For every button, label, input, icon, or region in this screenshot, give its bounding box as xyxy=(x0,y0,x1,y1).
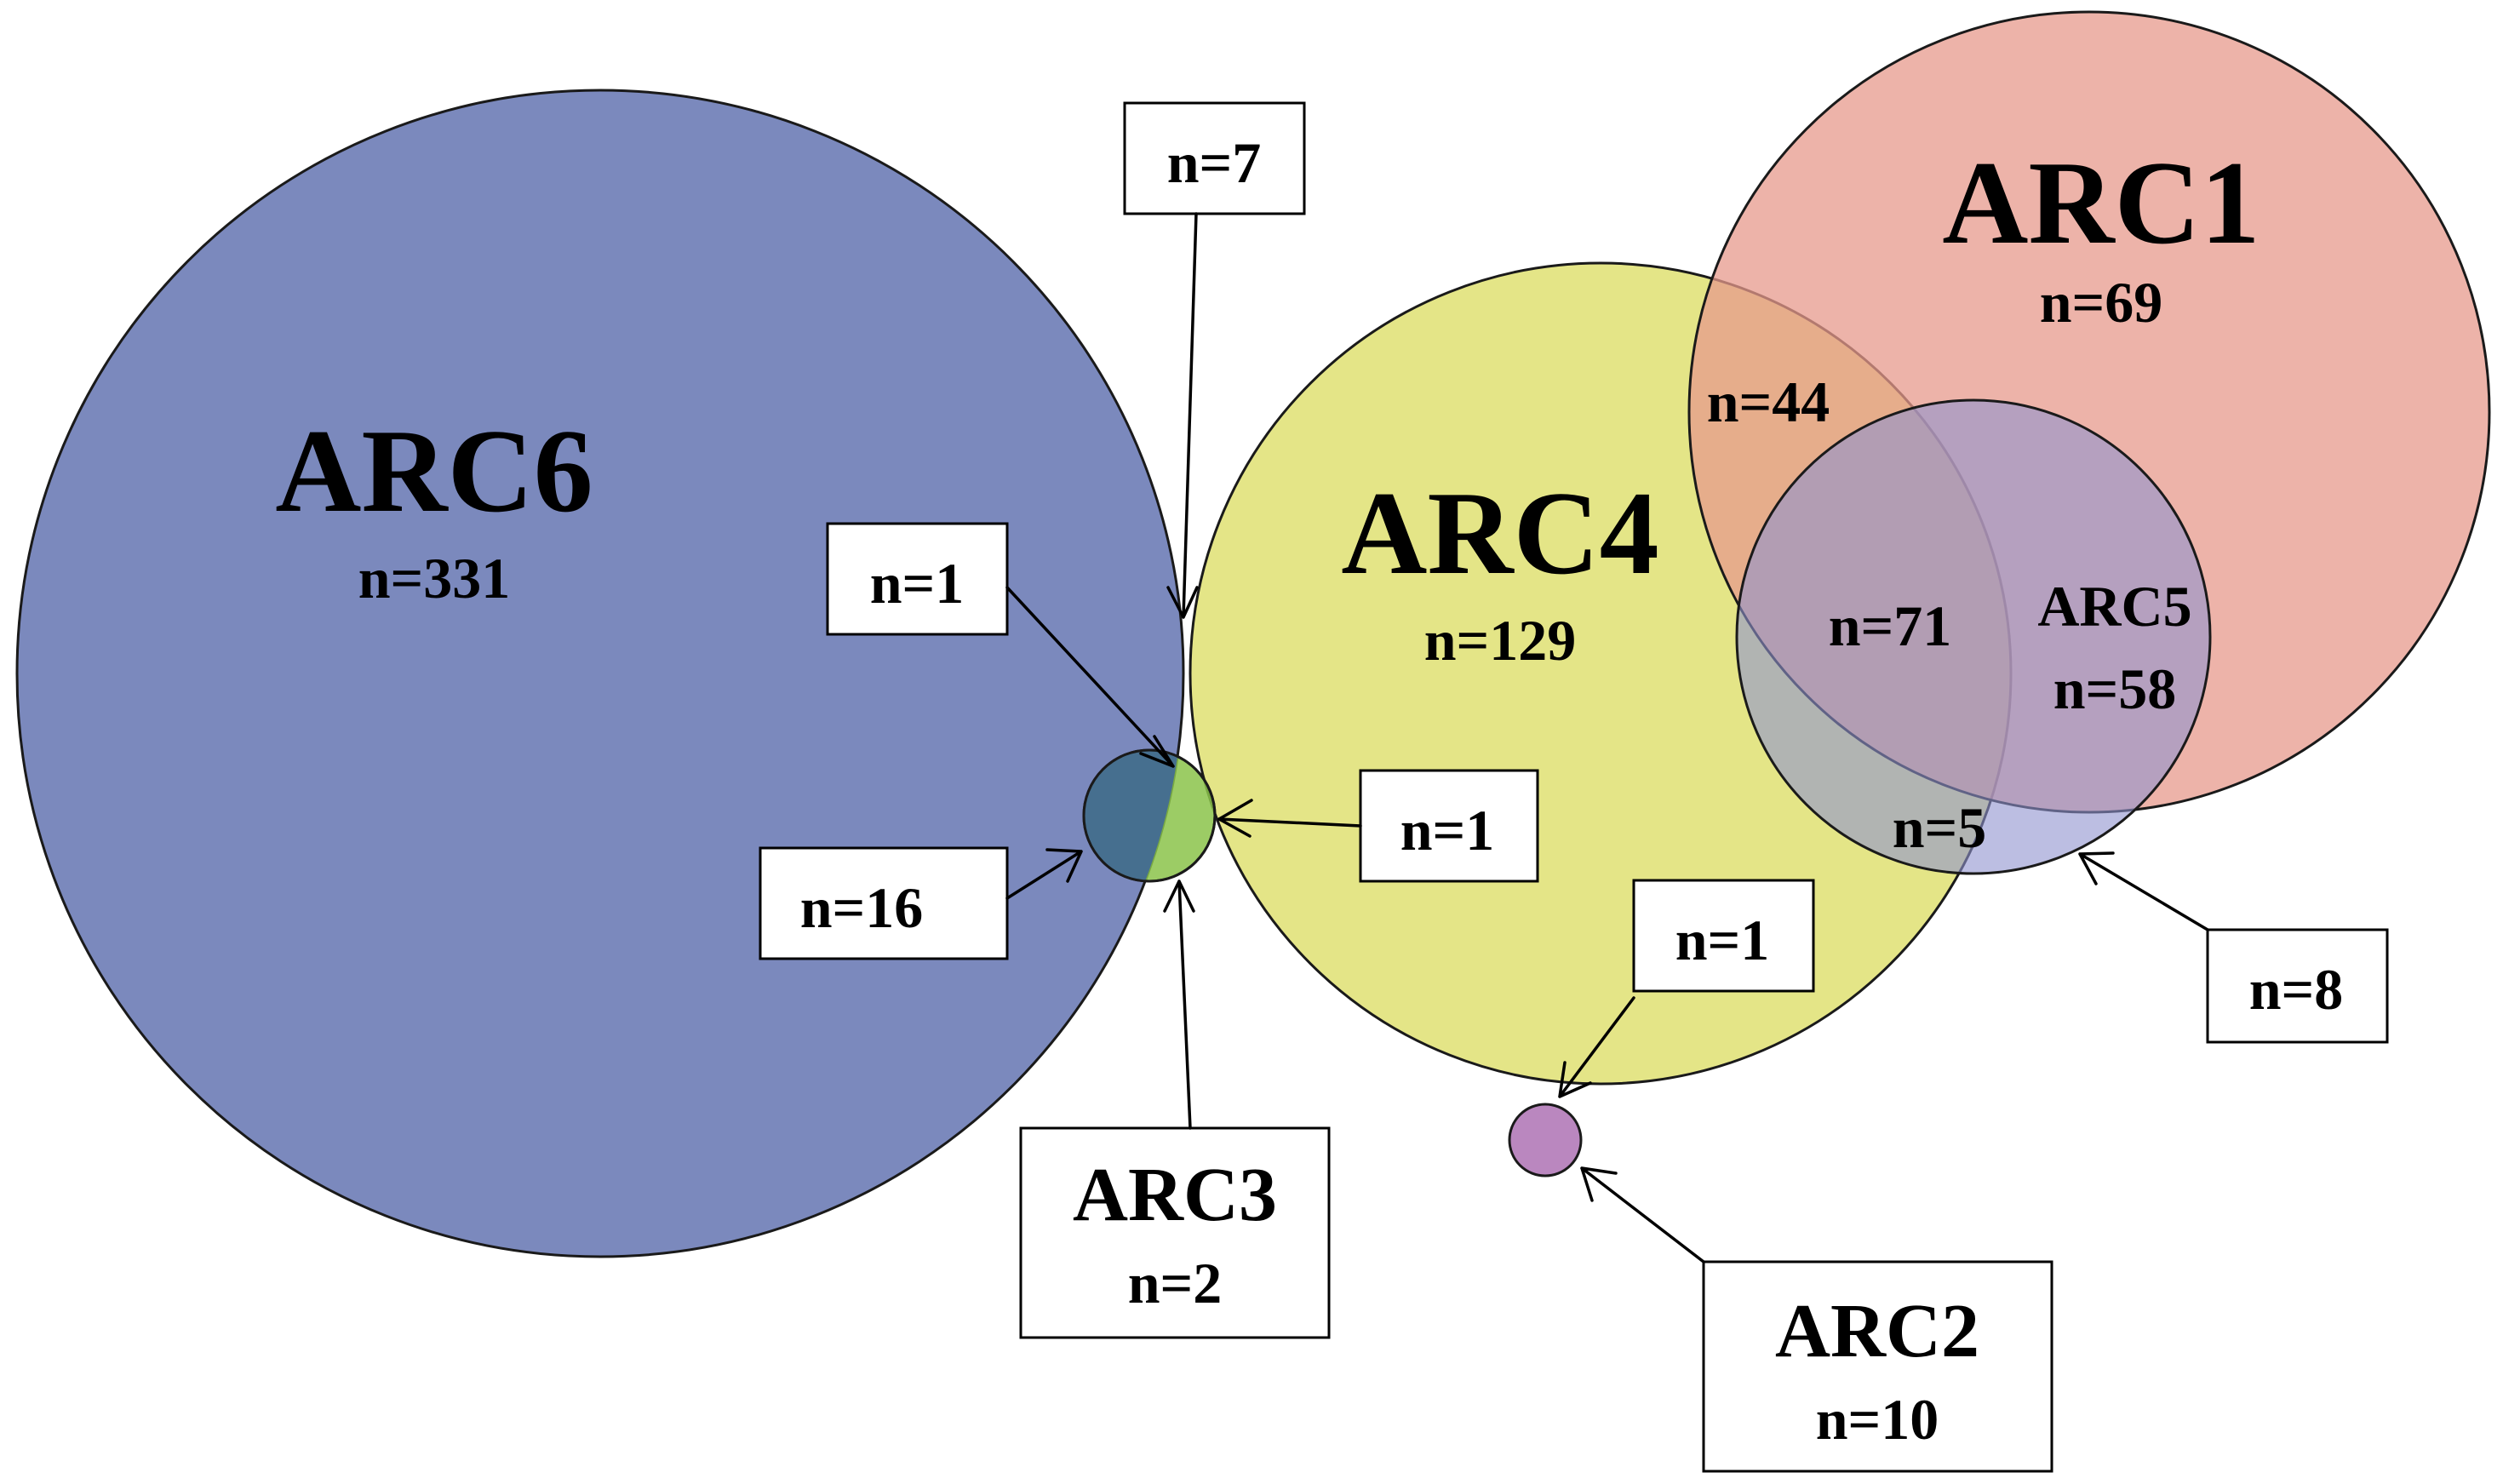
arc2-label: ARC2 xyxy=(1775,1289,1979,1373)
arc3-outline xyxy=(1082,748,1217,883)
arc6-circle xyxy=(15,89,1185,1258)
arc5-label: ARC5 xyxy=(2037,574,2191,639)
arc4-count: n=129 xyxy=(1424,608,1577,673)
arc6-count: n=331 xyxy=(358,546,511,610)
callout-arc4-arc2-box xyxy=(1632,879,1815,993)
arc4-label: ARC4 xyxy=(1341,467,1658,599)
callout-arc6-arc4-arc3-arrow xyxy=(1005,586,1175,768)
callout-arc4-arc3-box xyxy=(1359,769,1539,883)
callout-arc6-arc4-box xyxy=(1123,101,1306,215)
callout-arc6-arc4-text: n=7 xyxy=(1167,130,1262,195)
callout-arc6-arc3: n=16 xyxy=(759,846,1083,960)
callout-arc4-arc3-arrow xyxy=(1217,799,1362,838)
callout-arc6-arc4: n=7 xyxy=(1123,101,1306,619)
callout-arc6-arc4-arc3-box xyxy=(826,522,1009,636)
arc5-count: n=58 xyxy=(2053,656,2177,721)
callout-arc5-edge: n=8 xyxy=(2078,851,2389,1044)
arc1-label: ARC1 xyxy=(1942,137,2260,269)
arc2-circle xyxy=(1508,1103,1583,1177)
callout-arc5-edge-arrow xyxy=(2078,851,2209,931)
arc2-count: n=10 xyxy=(1816,1387,1939,1452)
callout-arc6-arc3-box xyxy=(759,846,1009,960)
arc4-arc5-region-count: n=5 xyxy=(1893,795,1987,860)
arc3-label-arrow xyxy=(1163,880,1195,1130)
callout-arc6-arc4-arc3-text: n=1 xyxy=(870,551,965,616)
arc3-label-box: ARC3 n=2 xyxy=(1019,880,1331,1339)
callout-arc6-arc4-arc3: n=1 xyxy=(826,522,1175,768)
callout-arc4-arc2-text: n=1 xyxy=(1675,908,1770,972)
callout-arc6-arc3-text: n=16 xyxy=(800,875,924,940)
callout-arc4-arc2: n=1 xyxy=(1558,879,1815,1098)
arc6-label: ARC6 xyxy=(275,405,593,537)
arc2-label-box-rect xyxy=(1702,1260,2053,1473)
arc2-label-box: ARC2 n=10 xyxy=(1580,1166,2053,1473)
arc1-count: n=69 xyxy=(2040,270,2163,335)
callout-arc4-arc3-text: n=1 xyxy=(1400,798,1495,862)
callout-arc6-arc4-arrow xyxy=(1166,212,1199,619)
callout-arc4-arc2-arrow xyxy=(1558,996,1635,1098)
callout-arc5-edge-box xyxy=(2206,928,2389,1044)
arc1-arc4-arc5-region-count: n=71 xyxy=(1829,593,1952,658)
arc3-label: ARC3 xyxy=(1073,1153,1277,1237)
arc3-label-box-rect xyxy=(1019,1126,1331,1339)
arc5-circle xyxy=(1735,398,2212,875)
callout-arc6-arc3-arrow xyxy=(1005,848,1083,900)
arc1-arc4-region-count: n=44 xyxy=(1707,370,1830,434)
callout-arc5-edge-text: n=8 xyxy=(2249,957,2344,1022)
callout-arc4-arc3: n=1 xyxy=(1217,769,1539,883)
arc3-count: n=2 xyxy=(1128,1251,1223,1315)
arc2-label-arrow xyxy=(1580,1166,1705,1263)
